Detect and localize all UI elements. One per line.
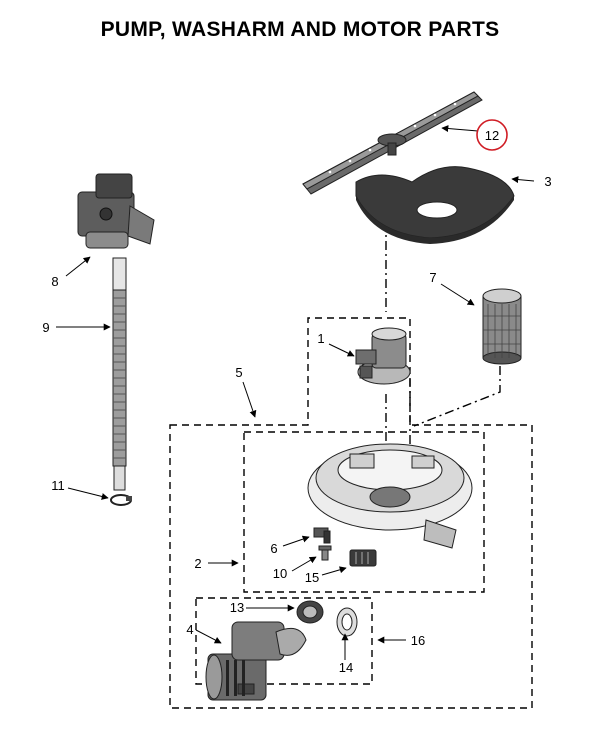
- highlight-circle: [476, 119, 508, 151]
- hose-clamp-part: [110, 494, 132, 506]
- screw-part: [318, 545, 332, 561]
- filter-cylinder-part: [482, 288, 522, 365]
- callout-13[interactable]: 13: [230, 600, 244, 615]
- leader-10: [291, 556, 317, 572]
- pump-housing-outline: [243, 431, 485, 593]
- leader-7: [440, 283, 475, 306]
- leader-15: [321, 566, 347, 576]
- small-bracket-part: [313, 527, 331, 544]
- seal-ring-part: [296, 600, 324, 624]
- sump-base-part: [307, 443, 473, 549]
- page-title: PUMP, WASHARM AND MOTOR PARTS: [100, 18, 500, 41]
- fine-filter-part: [355, 166, 515, 244]
- leader-8: [65, 256, 91, 277]
- callout-8[interactable]: 8: [51, 274, 58, 289]
- callout-15[interactable]: 15: [305, 570, 319, 585]
- leader-5: [242, 381, 257, 418]
- callout-7[interactable]: 7: [429, 270, 436, 285]
- leader-4: [195, 629, 222, 644]
- alignment-line-filter: [413, 366, 501, 427]
- connector-part: [349, 549, 377, 567]
- callout-10[interactable]: 10: [273, 566, 287, 581]
- callout-3[interactable]: 3: [544, 174, 551, 189]
- callout-4[interactable]: 4: [186, 622, 193, 637]
- drain-pump-part: [77, 173, 155, 249]
- diverter-assembly-part: [355, 327, 411, 385]
- callout-6[interactable]: 6: [270, 541, 277, 556]
- leader-6: [282, 535, 310, 547]
- spray-arm-part: [302, 91, 483, 195]
- callout-14[interactable]: 14: [339, 660, 353, 675]
- callout-2[interactable]: 2: [194, 556, 201, 571]
- leader-11: [67, 487, 109, 500]
- callout-12[interactable]: 12: [485, 128, 499, 143]
- callout-16[interactable]: 16: [411, 633, 425, 648]
- drain-hose-part: [112, 257, 127, 491]
- callout-1[interactable]: 1: [317, 331, 324, 346]
- callout-9[interactable]: 9: [42, 320, 49, 335]
- leader-12: [441, 125, 479, 133]
- pump-motor-part: [205, 621, 307, 701]
- leader-3: [511, 176, 535, 184]
- callout-11[interactable]: 11: [51, 478, 65, 493]
- leader-1: [328, 343, 355, 357]
- callout-5[interactable]: 5: [235, 365, 242, 380]
- gasket-part: [336, 607, 358, 637]
- sump-assembly-outline: [169, 317, 533, 709]
